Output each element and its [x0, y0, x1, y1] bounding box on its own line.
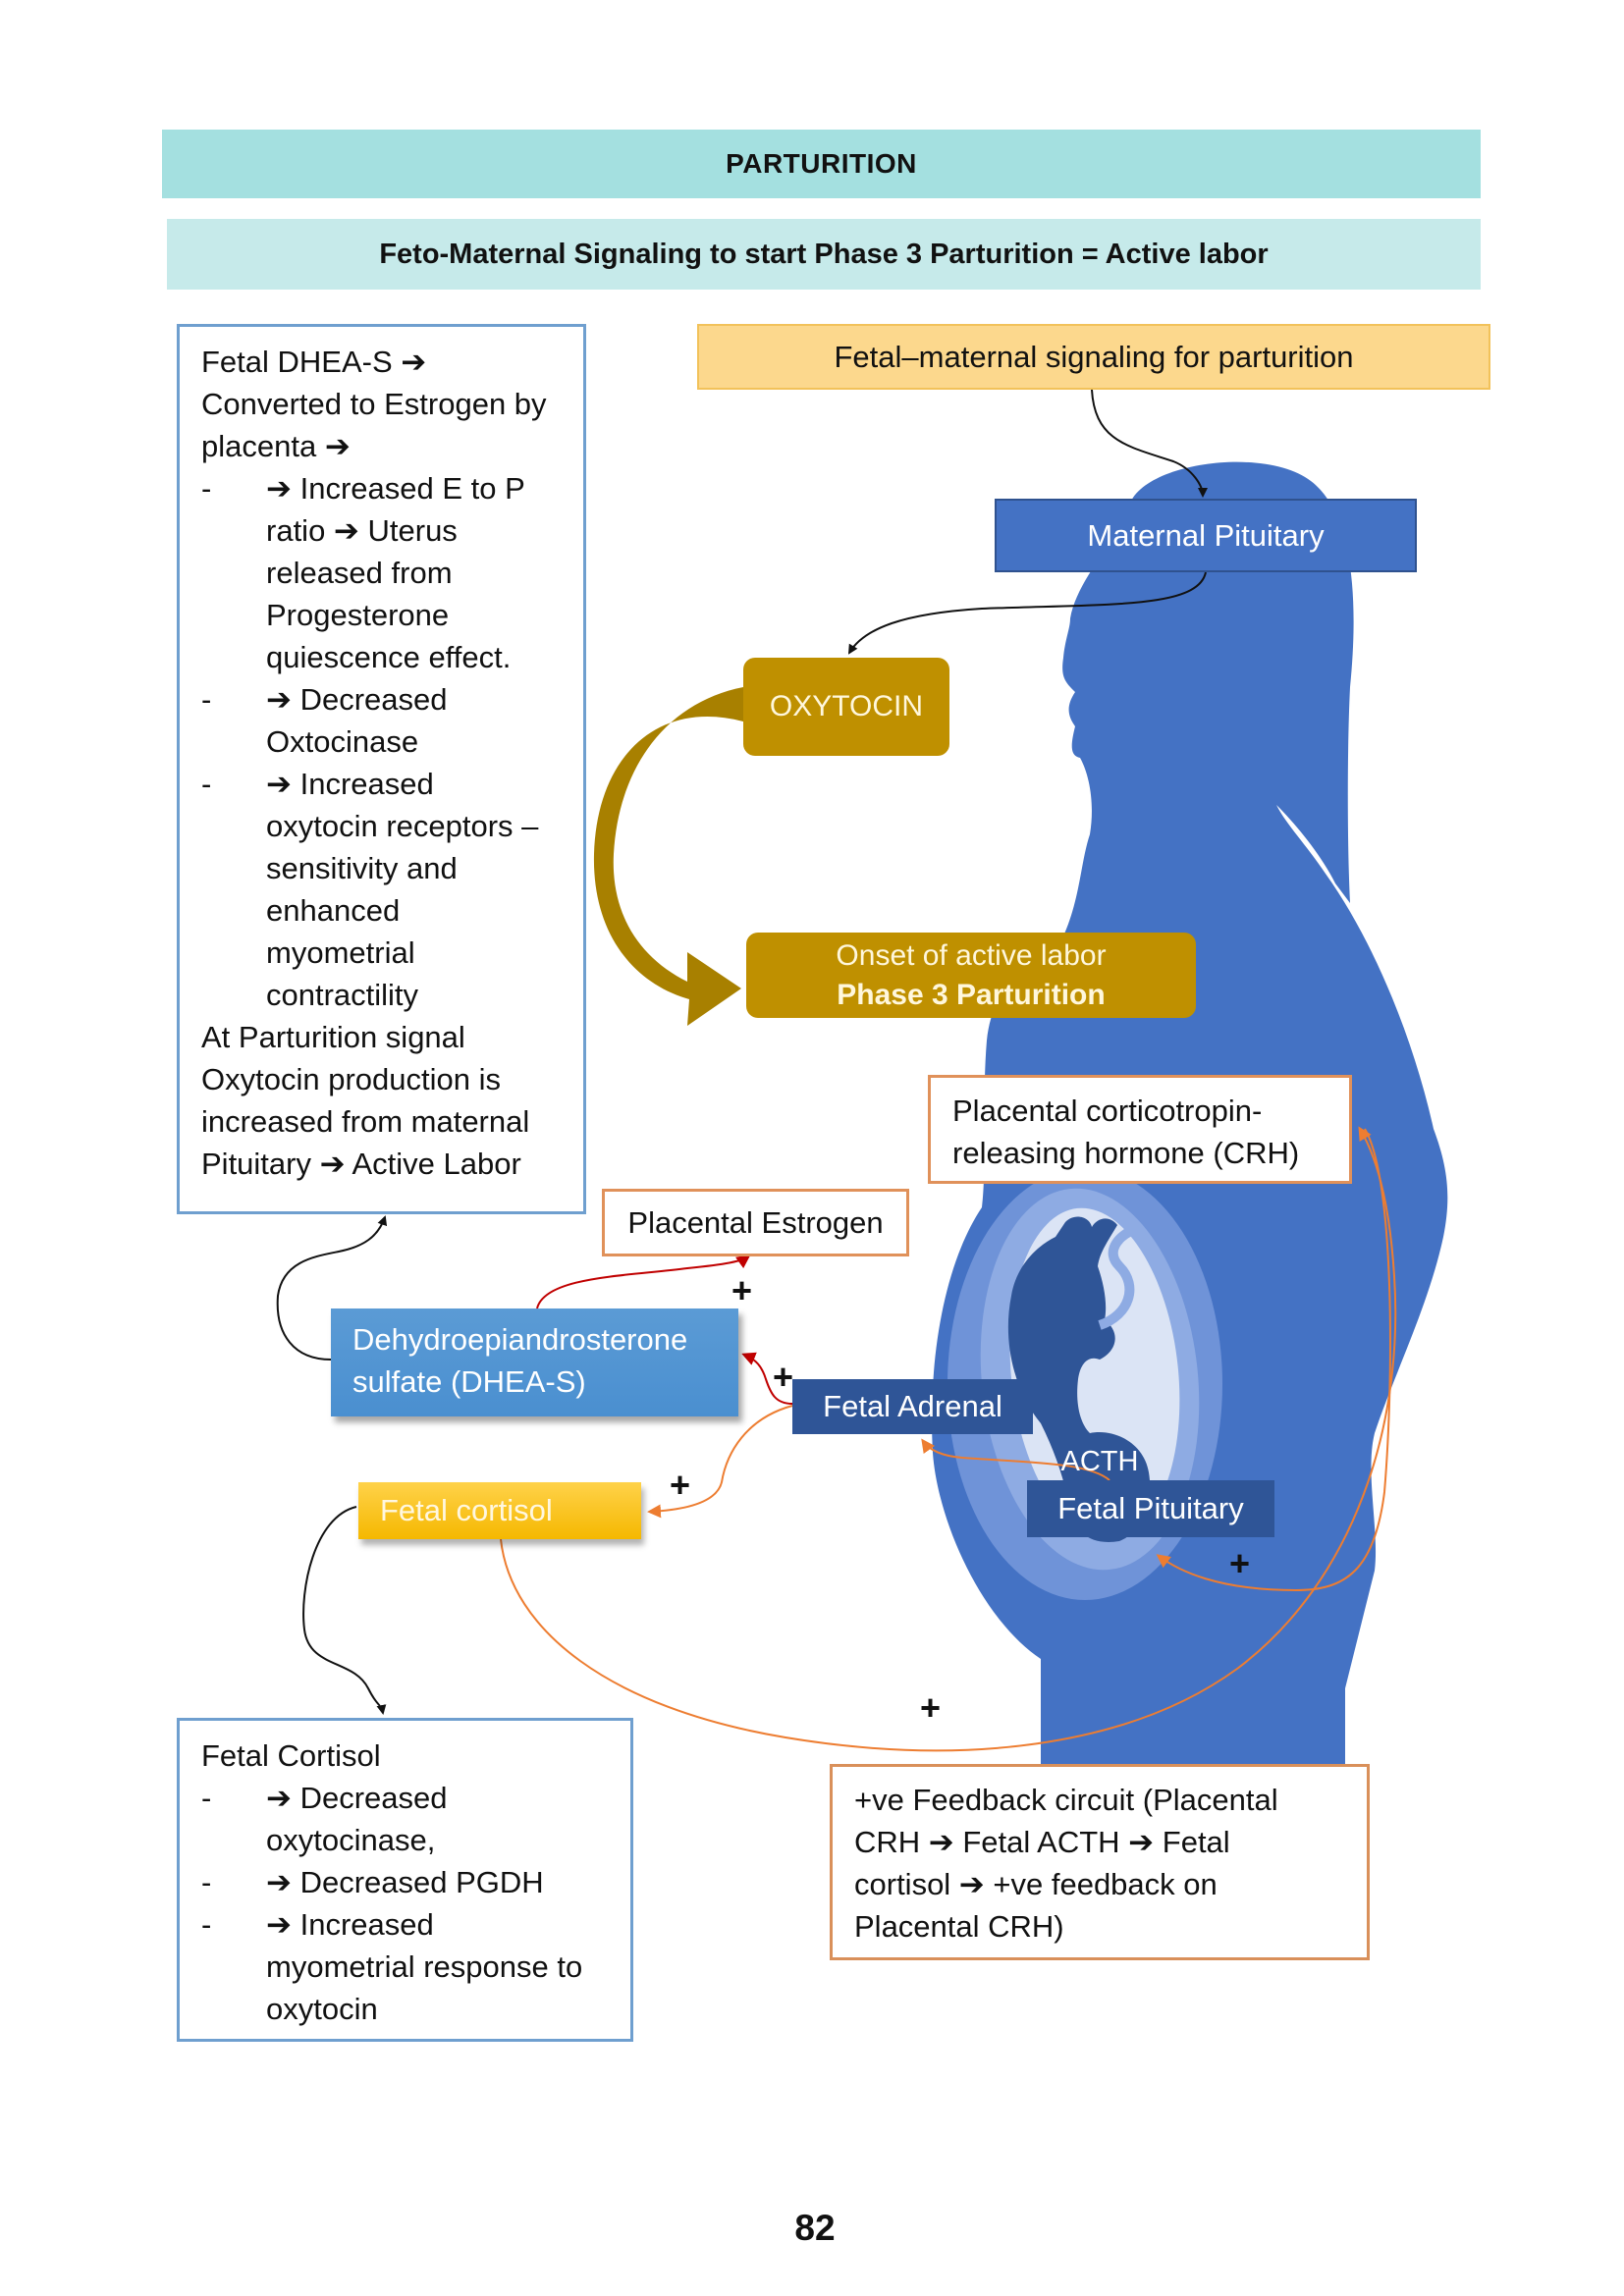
oxytocin-curved-arrow [593, 687, 743, 1026]
left-box-outro-line: Pituitary ➔ Active Labor [201, 1147, 521, 1181]
feedback-line: cortisol ➔ +ve feedback on [854, 1867, 1218, 1901]
plus-sign-estrogen: + [731, 1270, 753, 1310]
bullet-line: Oxtocinase [266, 724, 419, 759]
bullet-dash: - [201, 1865, 212, 1899]
arrow-dhea-to-estrogen [536, 1255, 751, 1309]
arrow-cortisol-to-crh [500, 1126, 1397, 1752]
bullet-line: ➔ Decreased [266, 682, 448, 717]
onset-label-line2: Phase 3 Parturition [837, 978, 1106, 1011]
placental-crh-node: Placental corticotropin- releasing hormo… [928, 1075, 1352, 1184]
bullet-line: oxytocin receptors – [266, 809, 539, 843]
arrow-dhea-to-left-box [276, 1215, 388, 1361]
left-box-intro-line: Fetal DHEA-S ➔ [201, 345, 427, 379]
arrow-cortisol-to-cortisol-box [302, 1506, 387, 1715]
arrow-signal-to-maternal-pituitary [1091, 389, 1208, 498]
cortisol-box-bullet: - ➔ Decreased oxytocinase, [201, 1777, 611, 1861]
page-subtitle: Feto-Maternal Signaling to start Phase 3… [379, 238, 1269, 270]
fetal-cortisol-node: Fetal cortisol [358, 1482, 641, 1539]
dhea-label-line: sulfate (DHEA-S) [352, 1364, 586, 1399]
cortisol-box-bullet: - ➔ Decreased PGDH [201, 1861, 611, 1903]
placental-estrogen-label: Placental Estrogen [627, 1204, 884, 1240]
onset-active-labor-node: Onset of active labor Phase 3 Parturitio… [746, 933, 1196, 1018]
arrow-pituitary-to-adrenal [921, 1438, 1110, 1481]
umbilical-cord [1098, 1227, 1135, 1330]
feedback-line: Placental CRH) [854, 1909, 1064, 1944]
cortisol-box-title: Fetal Cortisol [201, 1738, 381, 1773]
bullet-line: myometrial [266, 935, 415, 970]
left-box-outro-line: increased from maternal [201, 1104, 530, 1139]
placental-estrogen-node: Placental Estrogen [602, 1189, 909, 1256]
fetal-adrenal-node: Fetal Adrenal [792, 1379, 1033, 1434]
dhea-estrogen-effects-box: Fetal DHEA-S ➔ Converted to Estrogen by … [177, 324, 586, 1214]
bullet-line: ➔ Decreased PGDH [266, 1865, 544, 1899]
oxytocin-label: OXYTOCIN [769, 690, 924, 722]
fetal-cortisol-effects-box: Fetal Cortisol - ➔ Decreased oxytocinase… [177, 1718, 633, 2042]
left-box-bullet: - ➔ Decreased Oxtocinase [201, 678, 564, 763]
bullet-dash: - [201, 682, 212, 717]
oxytocin-node: OXYTOCIN [743, 658, 949, 756]
bullet-line: Progesterone [266, 598, 450, 632]
arrow-maternal-pituitary-to-oxytocin [847, 571, 1207, 655]
bullet-line: released from [266, 556, 453, 590]
maternal-pituitary-node: Maternal Pituitary [995, 499, 1417, 572]
left-box-outro-line: Oxytocin production is [201, 1062, 501, 1096]
left-box-bullet: - ➔ Increased E to P ratio ➔ Uterus rele… [201, 467, 564, 678]
signaling-label: Fetal–maternal signaling for parturition [834, 339, 1354, 374]
feedback-circuit-box: +ve Feedback circuit (Placental CRH ➔ Fe… [830, 1764, 1370, 1960]
bullet-line: quiescence effect. [266, 640, 512, 674]
dhea-label-line: Dehydroepiandrosterone [352, 1322, 688, 1357]
page-number: 82 [794, 2208, 836, 2248]
acth-label: ACTH [1060, 1445, 1139, 1477]
plus-sign-fetal-pituitary: + [1229, 1543, 1251, 1583]
fetal-adrenal-label: Fetal Adrenal [823, 1389, 1002, 1423]
fetal-pituitary-label: Fetal Pituitary [1057, 1491, 1244, 1525]
feedback-line: +ve Feedback circuit (Placental [854, 1783, 1278, 1817]
plus-sign-cortisol: + [670, 1465, 691, 1505]
plus-sign-feedback: + [920, 1687, 942, 1728]
bullet-dash: - [201, 767, 212, 801]
fetal-pituitary-node: Fetal Pituitary [1027, 1480, 1274, 1537]
onset-label-line1: Onset of active labor [836, 938, 1107, 972]
bullet-line: ➔ Decreased [266, 1781, 448, 1815]
arrow-adrenal-to-dhea [741, 1352, 793, 1405]
fetus-icon [1007, 1216, 1151, 1542]
subtitle-banner: Feto-Maternal Signaling to start Phase 3… [167, 219, 1481, 290]
left-box-outro-line: At Parturition signal [201, 1020, 465, 1054]
bullet-line: contractility [266, 978, 419, 1012]
bullet-line: oxytocinase, [266, 1823, 436, 1857]
bullet-line: enhanced [266, 893, 401, 928]
page-title: PARTURITION [726, 148, 917, 179]
signaling-label-box: Fetal–maternal signaling for parturition [697, 324, 1490, 390]
dhea-s-node: Dehydroepiandrosterone sulfate (DHEA-S) [331, 1308, 738, 1416]
arrow-adrenal-to-cortisol [647, 1405, 793, 1519]
bullet-line: ➔ Increased [266, 1907, 434, 1942]
bullet-line: myometrial response to [266, 1949, 583, 1984]
bullet-line: oxytocin [266, 1992, 378, 2026]
maternal-pituitary-label: Maternal Pituitary [1087, 517, 1325, 553]
arrow-crh-to-fetal-pituitary [1156, 1128, 1391, 1592]
page-title-banner: PARTURITION [162, 130, 1481, 198]
bullet-line: ➔ Increased E to P [266, 471, 525, 506]
bullet-dash: - [201, 471, 212, 506]
bullet-line: sensitivity and [266, 851, 458, 885]
bullet-dash: - [201, 1781, 212, 1815]
bullet-line: ➔ Increased [266, 767, 434, 801]
feedback-line: CRH ➔ Fetal ACTH ➔ Fetal [854, 1825, 1230, 1859]
crh-label-line: Placental corticotropin- [952, 1094, 1263, 1128]
left-box-intro-line: placenta ➔ [201, 429, 351, 463]
crh-label-line: releasing hormone (CRH) [952, 1136, 1300, 1170]
cortisol-box-bullet: - ➔ Increased myometrial response to oxy… [201, 1903, 611, 2030]
bullet-dash: - [201, 1907, 212, 1942]
fetal-cortisol-label: Fetal cortisol [380, 1493, 553, 1527]
bullet-line: ratio ➔ Uterus [266, 513, 458, 548]
left-box-intro-line: Converted to Estrogen by [201, 387, 547, 421]
left-box-bullet: - ➔ Increased oxytocin receptors – sensi… [201, 763, 564, 1016]
plus-sign-dhea: + [773, 1357, 794, 1397]
